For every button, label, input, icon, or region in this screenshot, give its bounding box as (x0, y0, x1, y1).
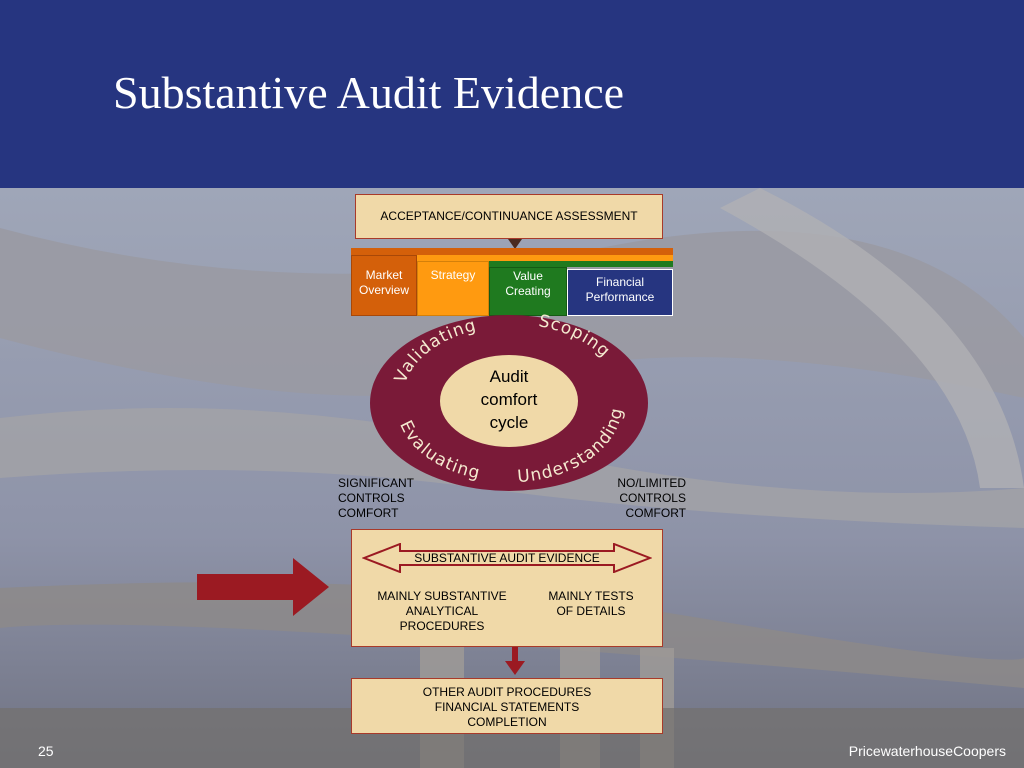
pointer-arrow-right (197, 558, 329, 616)
significant-controls-label: SIGNIFICANT CONTROLS COMFORT (338, 476, 415, 520)
down-arrow (505, 647, 525, 675)
step-value-line1: Value (513, 269, 543, 283)
step-market-overview: Market Overview (351, 255, 417, 316)
cycle-center (440, 355, 578, 447)
acceptance-box: ACCEPTANCE/CONTINUANCE ASSESSMENT (355, 194, 663, 239)
step-value-creating: Value Creating (489, 267, 567, 316)
evidence-title: SUBSTANTIVE AUDIT EVIDENCE (414, 551, 600, 565)
step-financial-performance: Financial Performance (567, 269, 673, 316)
no-limited-controls-label: NO/LIMITED CONTROLS COMFORT (617, 476, 686, 520)
step-financial-line1: Financial (595, 275, 645, 289)
planning-strip: Market Overview Strategy Value Creating … (351, 248, 673, 316)
step-strategy-label: Strategy (430, 268, 476, 282)
mainly-substantive-label: MAINLY SUBSTANTIVE ANALYTICAL PROCEDURES (377, 589, 507, 633)
slide-title: Substantive Audit Evidence (113, 67, 625, 118)
substantive-evidence-box: SUBSTANTIVE AUDIT EVIDENCE MAINLY SUBSTA… (351, 529, 663, 647)
cycle-center-line2: comfort (481, 390, 538, 409)
acceptance-label: ACCEPTANCE/CONTINUANCE ASSESSMENT (380, 209, 638, 223)
step-value-line2: Creating (505, 284, 551, 298)
company-name: PricewaterhouseCoopers (848, 743, 1006, 759)
other-line1: OTHER AUDIT PROCEDURES (422, 685, 592, 699)
other-line3: COMPLETION (467, 715, 547, 729)
step-financial-line2: Performance (585, 290, 655, 304)
page-number: 25 (38, 743, 54, 759)
header-bar: Substantive Audit Evidence (0, 0, 1024, 188)
step-strategy: Strategy (417, 261, 489, 316)
mainly-tests-label: MAINLY TESTS OF DETAILS (548, 589, 634, 618)
other-line2: FINANCIAL STATEMENTS (434, 700, 580, 714)
double-arrow (362, 543, 652, 573)
audit-comfort-cycle: Validating Scoping Understanding Evaluat… (370, 314, 648, 491)
cycle-center-line1: Audit (490, 367, 529, 386)
acceptance-arrow (508, 239, 522, 249)
cycle-center-line3: cycle (490, 413, 529, 432)
other-procedures-box: OTHER AUDIT PROCEDURES FINANCIAL STATEME… (351, 678, 663, 734)
step-market-line2: Overview (358, 283, 409, 297)
step-market-line1: Market (365, 268, 403, 282)
